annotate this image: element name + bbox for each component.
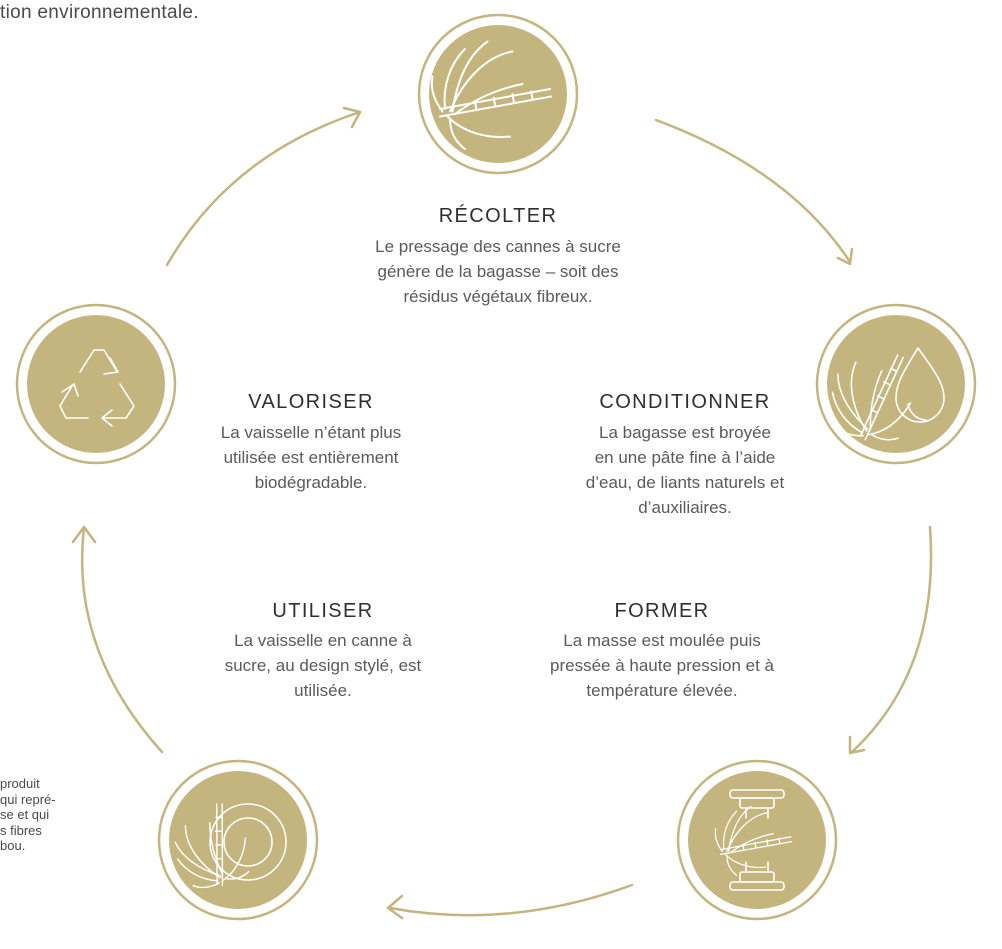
arrow-former-to-utiliser (386, 883, 634, 920)
node-valoriser (15, 303, 177, 465)
step-title-former: FORMER (614, 600, 710, 622)
step-title-utiliser: UTILISER (272, 600, 374, 622)
node-recolter (417, 13, 579, 175)
sugarcane-water-drop-icon (811, 331, 945, 461)
step-desc-utiliser: La vaisselle en canne à sucre, au design… (224, 631, 422, 700)
step-desc-recolter: Le pressage des cannes à sucre génère de… (375, 237, 621, 306)
step-desc-former: La masse est moulée puis pressée à haute… (550, 631, 774, 700)
step-title-recolter: RÉCOLTER (438, 205, 558, 227)
node-utiliser (157, 759, 319, 921)
arrow-utiliser-to-valoriser (71, 525, 164, 754)
node-former (676, 759, 838, 921)
press-mold-icon (714, 789, 793, 891)
intro-text: tion environnementale. (0, 2, 199, 23)
arrow-valoriser-to-recolter (165, 106, 362, 267)
arrow-conditionner-to-former (848, 525, 933, 755)
arrow-recolter-to-conditionner (654, 118, 854, 266)
sugarcane-plate-icon (167, 796, 287, 896)
step-desc-valoriser: La vaisselle n’étant plus utilisée est e… (220, 423, 402, 492)
step-title-conditionner: CONDITIONNER (599, 391, 771, 413)
side-note-text: produit qui repré- se et qui s fibres bo… (0, 776, 56, 853)
step-desc-conditionner: La bagasse est broyée en une pâte fine à… (585, 423, 785, 517)
recycle-icon (59, 349, 135, 427)
node-conditionner (811, 303, 977, 465)
step-title-valoriser: VALORISER (248, 391, 374, 413)
